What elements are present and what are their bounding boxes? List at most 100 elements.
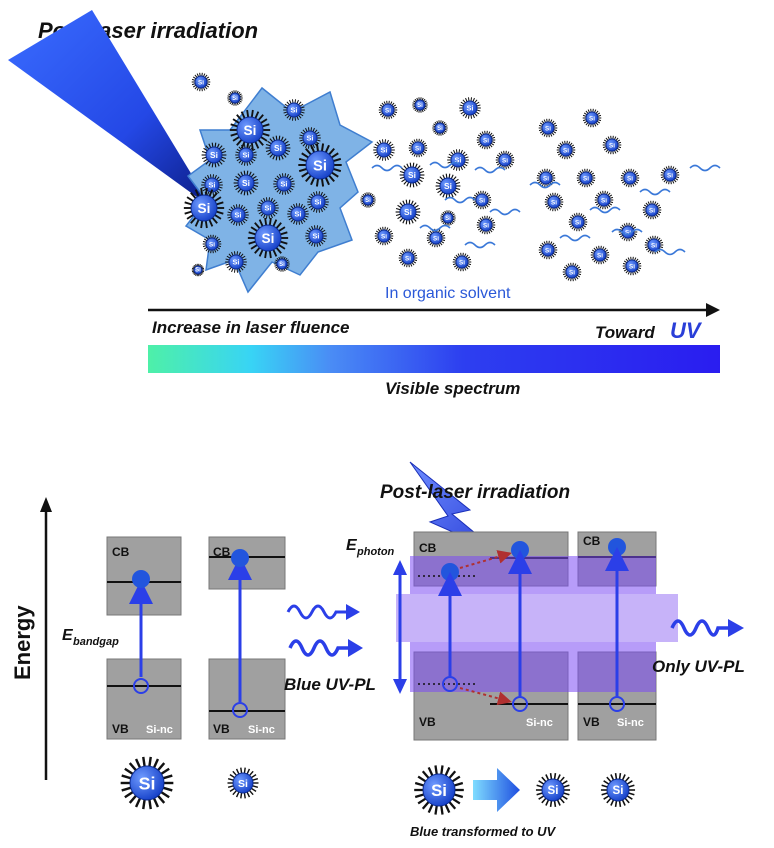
si-nanoparticle: Si [299, 127, 321, 149]
spectrum-label: Visible spectrum [385, 379, 520, 398]
solvent-squiggle [529, 181, 561, 189]
uv-label: UV [670, 318, 703, 343]
solvent-molecules [371, 161, 721, 256]
si-label: Si [415, 145, 421, 152]
si-nanoparticle: Si [620, 168, 640, 188]
cb-label: CB [112, 545, 130, 559]
si-nanoparticle: Si [273, 173, 295, 195]
si-label: Si [381, 146, 388, 155]
si-label: Si [210, 150, 218, 160]
si-nanoparticle: Si [622, 256, 642, 276]
si-nanoparticle: Si [618, 222, 638, 242]
si-nanoparticle: Si [476, 215, 496, 235]
si-label: Si [195, 268, 201, 274]
si-label: Si [563, 147, 569, 154]
si-nanoparticle: Si [432, 120, 448, 136]
solvent-squiggle [474, 166, 506, 174]
si-nanoparticle: Si [399, 162, 425, 188]
si-label: Si [281, 180, 288, 189]
si-nanoparticle: Si [562, 262, 582, 282]
si-label: Si [291, 106, 298, 115]
cb-label: CB [213, 545, 231, 559]
si-nanoparticle: Si [298, 143, 342, 187]
si-nanoparticle: Si [644, 235, 664, 255]
si-label: Si [307, 134, 314, 143]
si-nanoparticle: Si [274, 256, 290, 272]
si-label: Si [243, 151, 250, 160]
si-label: Si [313, 232, 320, 241]
fluence-arrow-head [706, 303, 720, 317]
si-nanoparticle: Si [257, 197, 279, 219]
si-nanoparticle: Si [191, 72, 211, 92]
solvent-squiggle [464, 241, 496, 249]
si-label: Si [238, 778, 248, 790]
si-label: Si [609, 142, 615, 149]
si-label: Si [139, 773, 156, 793]
si-nanoparticle: Si [227, 767, 259, 799]
solvent-squiggle [489, 208, 521, 216]
si-nanoparticle: Si [408, 138, 428, 158]
si-nanoparticle: Si [395, 199, 421, 225]
e-bandgap-sub: bandgap [73, 636, 119, 648]
si-nanoparticle: Si [305, 225, 327, 247]
vb-label: VB [112, 722, 129, 736]
vb-label: VB [419, 715, 436, 729]
toward-label: Toward [595, 323, 655, 342]
si-label: Si [569, 269, 575, 276]
si-label: Si [209, 241, 215, 248]
si-nanoparticle: Si [233, 170, 259, 196]
solvent-squiggle [559, 234, 591, 242]
si-nanoparticle: Si [287, 203, 309, 225]
si-label: Si [455, 156, 462, 165]
si-label: Si [649, 207, 655, 214]
si-label: Si [417, 103, 423, 109]
si-label: Si [365, 198, 371, 204]
si-nanoparticle: Si [590, 245, 610, 265]
si-nanoparticle: Si [202, 234, 222, 254]
sinc-label: Si-nc [526, 717, 553, 729]
si-nanoparticle: Si [602, 135, 622, 155]
si-label: Si [613, 785, 624, 797]
si-label: Si [315, 198, 322, 207]
solvent-squiggle [689, 164, 721, 172]
sinc-label: Si-nc [617, 717, 644, 729]
si-nanoparticle: Si [660, 165, 680, 185]
si-label: Si [545, 247, 551, 254]
si-label: Si [575, 219, 581, 226]
e-photon-main: E [346, 537, 358, 554]
e-photon-sub: photon [356, 546, 395, 558]
si-nanoparticle: Si [414, 765, 464, 815]
transform-arrow [473, 768, 520, 812]
si-label: Si [459, 259, 465, 266]
si-label: Si [548, 785, 559, 797]
si-label: Si [233, 258, 240, 267]
vb-label: VB [583, 715, 600, 729]
si-label: Si [583, 175, 589, 182]
si-label: Si [589, 115, 595, 122]
si-label: Si [483, 222, 489, 229]
si-nanoparticle: Si [538, 240, 558, 260]
si-nanoparticle: Si [235, 144, 257, 166]
si-nanoparticle: Si [225, 251, 247, 273]
si-nanoparticle: Si [642, 200, 662, 220]
transform-label: Blue transformed to UV [410, 824, 557, 839]
si-nanoparticle: Si [378, 100, 398, 120]
si-label: Si [625, 229, 631, 236]
si-nanoparticle: Si [247, 217, 289, 259]
si-label: Si [381, 233, 387, 240]
solvent-squiggle [429, 161, 461, 169]
si-label: Si [279, 262, 285, 268]
si-nanoparticle: Si [120, 756, 174, 810]
si-nanoparticle: Si [594, 190, 614, 210]
si-nanoparticle: Si [360, 192, 376, 208]
si-label: Si [265, 204, 272, 213]
si-nanoparticle: Si [398, 248, 418, 268]
cb-label: CB [583, 534, 601, 548]
laser-label: Post-laser irradiation [380, 482, 570, 503]
si-nanoparticle: Si [229, 109, 271, 151]
si-label: Si [385, 107, 391, 114]
band-diagram-1: CB VB Si-nc [106, 536, 182, 740]
